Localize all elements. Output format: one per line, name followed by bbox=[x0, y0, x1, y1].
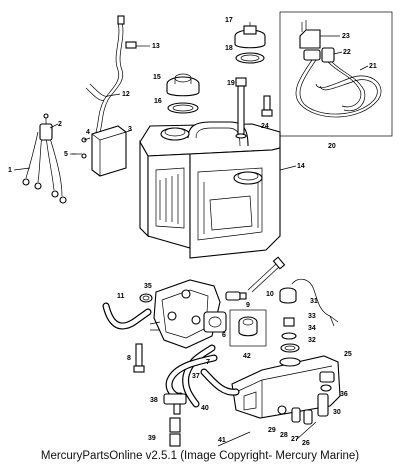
pickup-fitting bbox=[261, 95, 273, 117]
callout-3: 3 bbox=[128, 126, 132, 133]
callout-19: 19 bbox=[227, 80, 235, 87]
fuel-pump bbox=[149, 279, 227, 349]
pickup-tube bbox=[235, 77, 247, 139]
cap-gasket bbox=[167, 102, 199, 114]
fitting-30 bbox=[317, 393, 329, 417]
filter-fitting-10 bbox=[247, 256, 286, 293]
callout-28: 28 bbox=[280, 432, 288, 439]
callout-39: 39 bbox=[148, 435, 156, 442]
ring-32 bbox=[280, 343, 300, 353]
callout-20: 20 bbox=[328, 143, 336, 150]
hose-40 bbox=[200, 368, 240, 396]
fitting-27 bbox=[303, 409, 313, 425]
fitting-36 bbox=[320, 384, 332, 392]
callout-35: 35 bbox=[144, 283, 152, 290]
callout-40: 40 bbox=[201, 405, 209, 412]
fitting-29 bbox=[277, 405, 287, 415]
fuel-module bbox=[72, 125, 127, 177]
tee-fitting-38 bbox=[163, 393, 187, 415]
callout-13: 13 bbox=[152, 43, 160, 50]
fuel-line-assembly bbox=[279, 11, 393, 137]
callout-31: 31 bbox=[310, 298, 318, 305]
fitting-8 bbox=[133, 343, 145, 373]
fittings-39 bbox=[169, 417, 181, 447]
pin-41 bbox=[217, 431, 251, 447]
callout-10: 10 bbox=[266, 291, 274, 298]
callout-26: 26 bbox=[302, 440, 310, 447]
callout-21: 21 bbox=[369, 63, 377, 70]
callout-30: 30 bbox=[333, 409, 341, 416]
fitting-28 bbox=[291, 407, 301, 423]
callout-11: 11 bbox=[117, 293, 125, 300]
pin-26 bbox=[295, 421, 317, 441]
callout-36: 36 bbox=[340, 391, 348, 398]
callout-29: 29 bbox=[268, 427, 276, 434]
sender-31 bbox=[279, 278, 339, 327]
callout-38: 38 bbox=[150, 397, 158, 404]
callout-6: 6 bbox=[222, 332, 226, 339]
callout-23: 23 bbox=[342, 33, 350, 40]
callout-14: 14 bbox=[297, 163, 305, 170]
callout-32: 32 bbox=[308, 337, 316, 344]
washer-33 bbox=[283, 317, 295, 327]
callout-16: 16 bbox=[154, 98, 162, 105]
callout-15: 15 bbox=[153, 74, 161, 81]
callout-33: 33 bbox=[308, 313, 316, 320]
callout-37: 37 bbox=[192, 373, 200, 380]
parts-diagram: 1 2 3 4 5 12 13 14 15 16 17 18 19 24 20 … bbox=[8, 11, 393, 447]
callout-9: 9 bbox=[246, 302, 250, 309]
ring-34 bbox=[281, 332, 297, 340]
fuel-tank bbox=[139, 121, 281, 259]
filler-cap bbox=[166, 73, 200, 97]
callout-27: 27 bbox=[291, 436, 299, 443]
callout-4: 4 bbox=[86, 129, 90, 136]
callout-2: 2 bbox=[58, 121, 62, 128]
hose-11 bbox=[102, 302, 152, 330]
callout-22: 22 bbox=[343, 49, 351, 56]
callout-24: 24 bbox=[261, 123, 269, 130]
callout-34: 34 bbox=[308, 325, 316, 332]
callout-12: 12 bbox=[122, 91, 130, 98]
oil-tank bbox=[231, 355, 341, 419]
callout-17: 17 bbox=[225, 17, 233, 24]
callout-18: 18 bbox=[225, 45, 233, 52]
callout-25: 25 bbox=[344, 351, 352, 358]
callout-7: 7 bbox=[206, 359, 210, 366]
pump-fitting-35 bbox=[139, 293, 153, 303]
wiring-harness bbox=[22, 15, 137, 204]
vent-cap bbox=[234, 22, 266, 49]
callout-8: 8 bbox=[127, 355, 131, 362]
fitting-9 bbox=[225, 291, 247, 301]
grommet-42 bbox=[229, 309, 267, 347]
hose-37 bbox=[182, 344, 216, 408]
copyright-footer: MercuryPartsOnline v2.5.1 (Image Copyrig… bbox=[40, 450, 360, 462]
callout-41: 41 bbox=[218, 437, 226, 444]
vent-gasket bbox=[235, 52, 265, 64]
callout-5: 5 bbox=[64, 151, 68, 158]
callout-42: 42 bbox=[243, 353, 251, 360]
callout-1: 1 bbox=[8, 167, 12, 174]
